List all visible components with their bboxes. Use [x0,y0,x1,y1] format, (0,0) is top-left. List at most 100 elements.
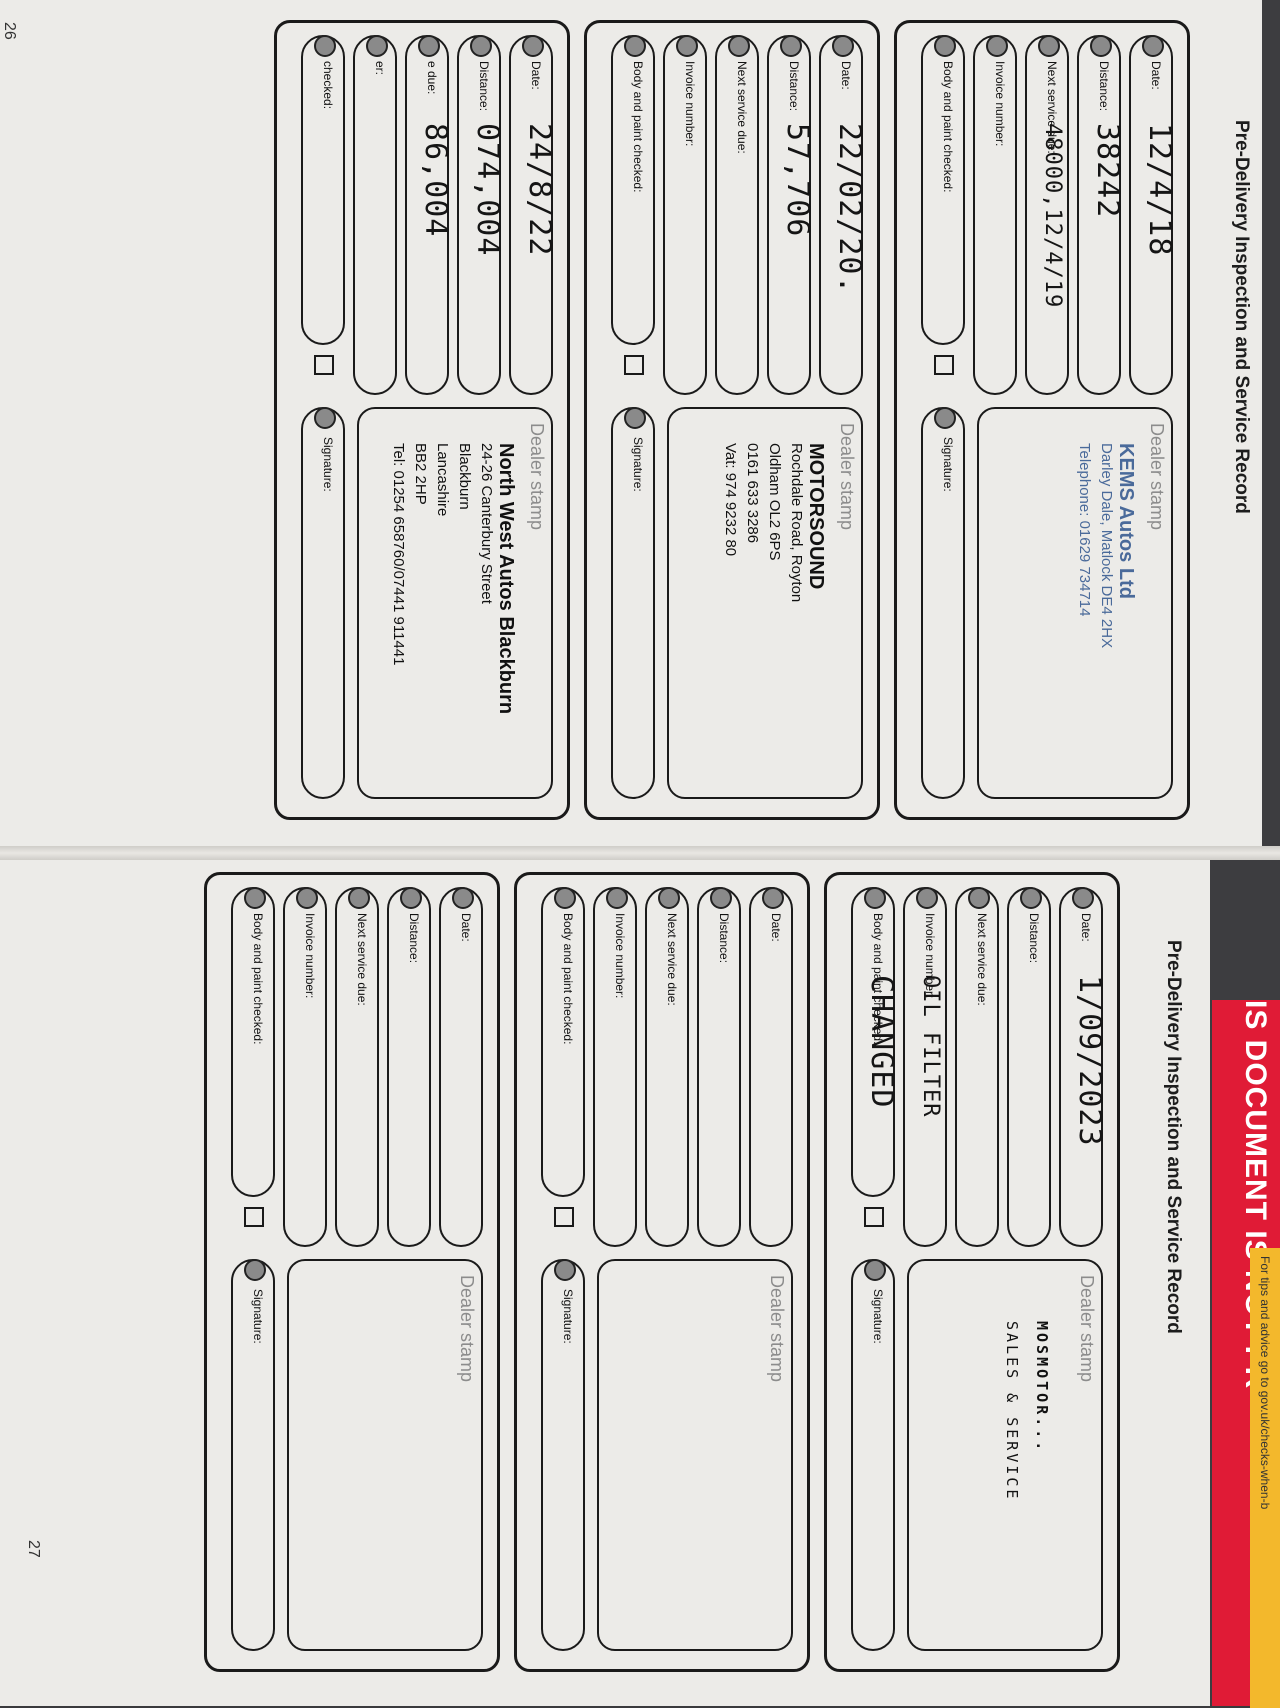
advice-sticker: For tips and advice go to gov.uk/checks-… [1250,1248,1280,1708]
dealer-stamp-line: Lancashire [434,443,451,517]
signature-label: Signature: [631,437,645,492]
body-paint-checkbox[interactable] [934,355,954,375]
field-bullet-icon [1142,35,1164,57]
body-and-paint-checked-label: Body and paint checked: [561,913,575,1045]
dealer-stamp-line: MOTORSOUND [805,443,827,590]
signature-field[interactable]: Signature: [611,407,655,799]
date-field[interactable]: Date:24/8/22 [509,35,557,395]
body-paint-checkbox[interactable] [864,1207,884,1227]
dealer-stamp-line: 24-26 Canterbury Street [478,443,495,604]
distance-label: Distance: [407,913,421,964]
date-handwritten-value: 24/8/22 [522,123,557,257]
distance-field[interactable]: Distance: [1007,887,1051,1247]
body-and-paint-checked-label: Body and paint checked: [631,61,645,193]
right-page-title: Pre-Delivery Inspection and Service Reco… [1163,940,1184,1334]
distance-field[interactable]: Distance: [387,887,431,1247]
next-service-due-label: Next service due: [355,913,369,1006]
invoice-number-field[interactable]: Invoice number: [663,35,707,395]
signature-label: Signature: [941,437,955,492]
dealer-stamp-line: 0161 633 3286 [744,443,761,544]
field-bullet-icon [1020,887,1042,909]
next-service-due-field[interactable]: Next service due:48000,12/4/19 [1025,35,1069,395]
field-bullet-icon [1038,35,1060,57]
signature-field[interactable]: Signature: [231,1259,275,1651]
signature-field[interactable]: Signature: [851,1259,895,1651]
invoice-number-handwritten-value: OIL FILTER [918,975,943,1118]
field-bullet-icon [986,35,1008,57]
distance-label: Distance: [1027,913,1041,964]
signature-field[interactable]: Signature: [301,407,345,799]
date-field[interactable]: Date:1/09/2023 [1059,887,1107,1247]
body-and-paint-checked-handwritten-value: CHANGED [864,975,899,1109]
field-bullet-icon [832,35,854,57]
signature-bullet-icon [934,407,956,429]
body-paint-checkbox[interactable] [314,355,334,375]
body-and-paint-checked-field[interactable]: Body and paint checked: [231,887,275,1197]
distance-field[interactable]: Distance: 57,706 [767,35,815,395]
body-and-paint-checked-field[interactable]: Body and paint checked: [921,35,965,345]
next-service-due-field[interactable]: Next service due: [335,887,379,1247]
next-service-due-field[interactable]: Next service due: [645,887,689,1247]
next-service-due-label: Next service due: [735,61,749,154]
next-service-due-field[interactable]: Next service due: [955,887,999,1247]
next-service-due-field[interactable]: Next service due: [715,35,759,395]
date-label: Date: [769,913,783,942]
dealer-stamp-line: Telephone: 01629 734714 [1076,443,1093,617]
field-bullet-icon [244,887,266,909]
field-bullet-icon [658,887,680,909]
distance-handwritten-value: 074,004 [470,123,505,257]
body-paint-checkbox[interactable] [554,1207,574,1227]
date-handwritten-value: 12/4/18 [1142,123,1177,257]
field-bullet-icon [452,887,474,909]
invoice-number-field[interactable]: Invoice number:OIL FILTER [903,887,947,1247]
date-label: Date: [1149,61,1163,90]
distance-field[interactable]: Distance: [697,887,741,1247]
date-field[interactable]: Date: [749,887,793,1247]
signature-field[interactable]: Signature: [541,1259,585,1651]
signature-label: Signature: [561,1289,575,1344]
next-service-due-handwritten-value: 86,004 [418,123,453,238]
distance-label: Distance: [787,61,801,112]
signature-bullet-icon [314,407,336,429]
next-service-due-label: Next service due: [665,913,679,1006]
dealer-stamp-heading: Dealer stamp [1147,423,1167,531]
next-service-due-field[interactable]: e due:86,004 [405,35,453,395]
dealer-stamp-box: Dealer stamp [597,1259,793,1651]
distance-label: Distance: [717,913,731,964]
body-paint-checkbox[interactable] [624,355,644,375]
invoice-number-field[interactable]: er: [353,35,397,395]
signature-field[interactable]: Signature: [921,407,965,799]
distance-handwritten-value: 57,706 [780,123,815,238]
body-and-paint-checked-label: Body and paint checked: [251,913,265,1045]
signature-bullet-icon [554,1259,576,1281]
dealer-stamp-heading: Dealer stamp [837,423,857,531]
field-bullet-icon [934,35,956,57]
dealer-stamp-line: Darley Dale, Matlock DE4 2HX [1098,443,1115,649]
body-and-paint-checked-field[interactable]: Body and paint checked: [611,35,655,345]
distance-field[interactable]: Distance:074,004 [457,35,505,395]
field-bullet-icon [366,35,388,57]
date-field[interactable]: Date: [439,887,483,1247]
date-field[interactable]: Date: 22/02/20. [819,35,867,395]
field-bullet-icon [762,887,784,909]
invoice-number-field[interactable]: Invoice number: [593,887,637,1247]
field-bullet-icon [864,887,886,909]
body-and-paint-checked-field[interactable]: Body and paint checked:CHANGED [851,887,899,1197]
invoice-number-label: er: [373,61,387,76]
invoice-number-field[interactable]: Invoice number: [283,887,327,1247]
body-paint-checkbox[interactable] [244,1207,264,1227]
right-page-record-1: Date:1/09/2023 Distance: Next service due:… [824,872,1120,1672]
field-bullet-icon [348,887,370,909]
invoice-number-field[interactable]: Invoice number: [973,35,1017,395]
dealer-stamp-line: Oldham OL2 6PS [766,443,783,561]
distance-field[interactable]: Distance:38242 [1077,35,1125,395]
body-and-paint-checked-field[interactable]: Body and paint checked: [541,887,585,1197]
date-field[interactable]: Date: 12/4/18 [1129,35,1177,395]
date-handwritten-value: 22/02/20. [832,123,867,295]
body-and-paint-checked-field[interactable]: checked: [301,35,345,345]
date-label: Date: [839,61,853,90]
